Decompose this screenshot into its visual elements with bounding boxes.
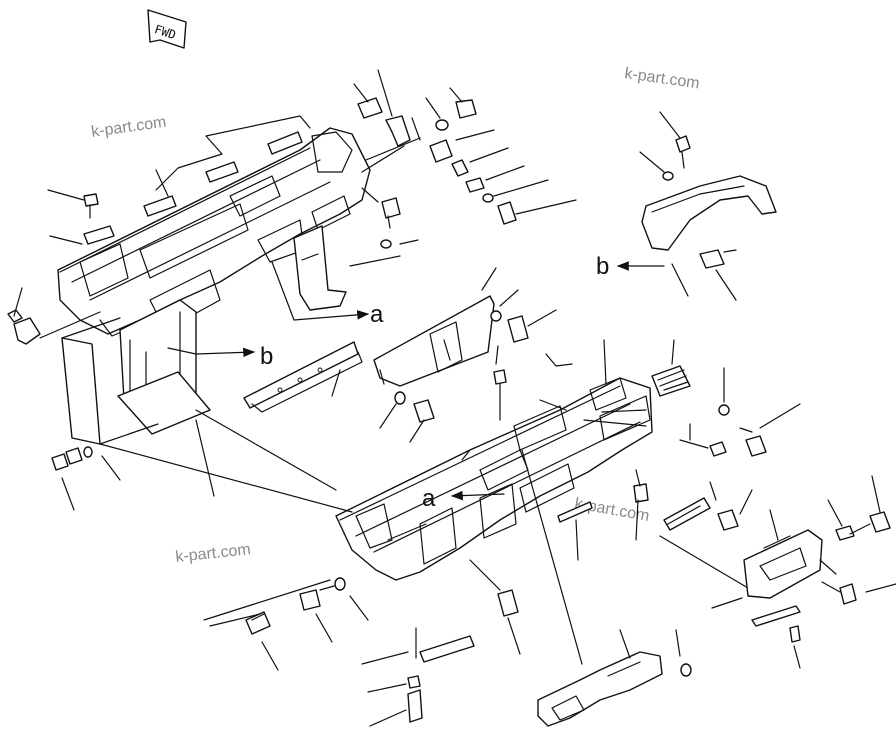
top-small-plates <box>83 115 311 245</box>
callout-a-top-letter: a <box>370 301 384 328</box>
callout-a-top: a <box>271 261 384 328</box>
center-fasteners <box>379 289 557 443</box>
right-curved-trim <box>639 111 777 301</box>
lower-center-fasteners <box>361 559 521 727</box>
callout-a-lower-letter: a <box>422 485 436 512</box>
callout-b-right: b <box>596 253 665 280</box>
watermark-top-left: k-part.com <box>90 114 167 141</box>
callout-a-lower: a <box>422 485 505 512</box>
lower-left-vent <box>203 577 369 671</box>
center-long-bracket <box>243 341 363 413</box>
small-strip <box>557 501 593 561</box>
watermark-top-right: k-part.com <box>623 65 700 92</box>
lower-left-fasteners <box>51 419 215 511</box>
center-mount-plate <box>373 267 497 387</box>
middle-right-bracket <box>633 469 753 589</box>
callout-b-left-letter: b <box>260 343 273 370</box>
watermark-bottom-left: k-part.com <box>175 541 252 566</box>
upper-fastener-stack <box>353 69 577 225</box>
fwd-direction-badge: FWD <box>147 9 187 49</box>
lower-long-bracket <box>521 449 692 727</box>
callout-b-left: b <box>167 343 273 370</box>
right-side-fasteners <box>679 367 801 457</box>
assembly-reference-line <box>99 409 353 513</box>
right-lower-panel <box>711 509 837 669</box>
callout-b-right-letter: b <box>596 253 609 280</box>
right-vent-grille <box>539 339 691 427</box>
fwd-label: FWD <box>153 22 178 42</box>
upper-dash-frame <box>57 127 371 435</box>
mid-bolts <box>349 187 419 267</box>
far-right-fasteners <box>821 475 896 605</box>
left-bolt-cluster <box>7 189 101 345</box>
lower-dash-frame <box>335 377 653 581</box>
